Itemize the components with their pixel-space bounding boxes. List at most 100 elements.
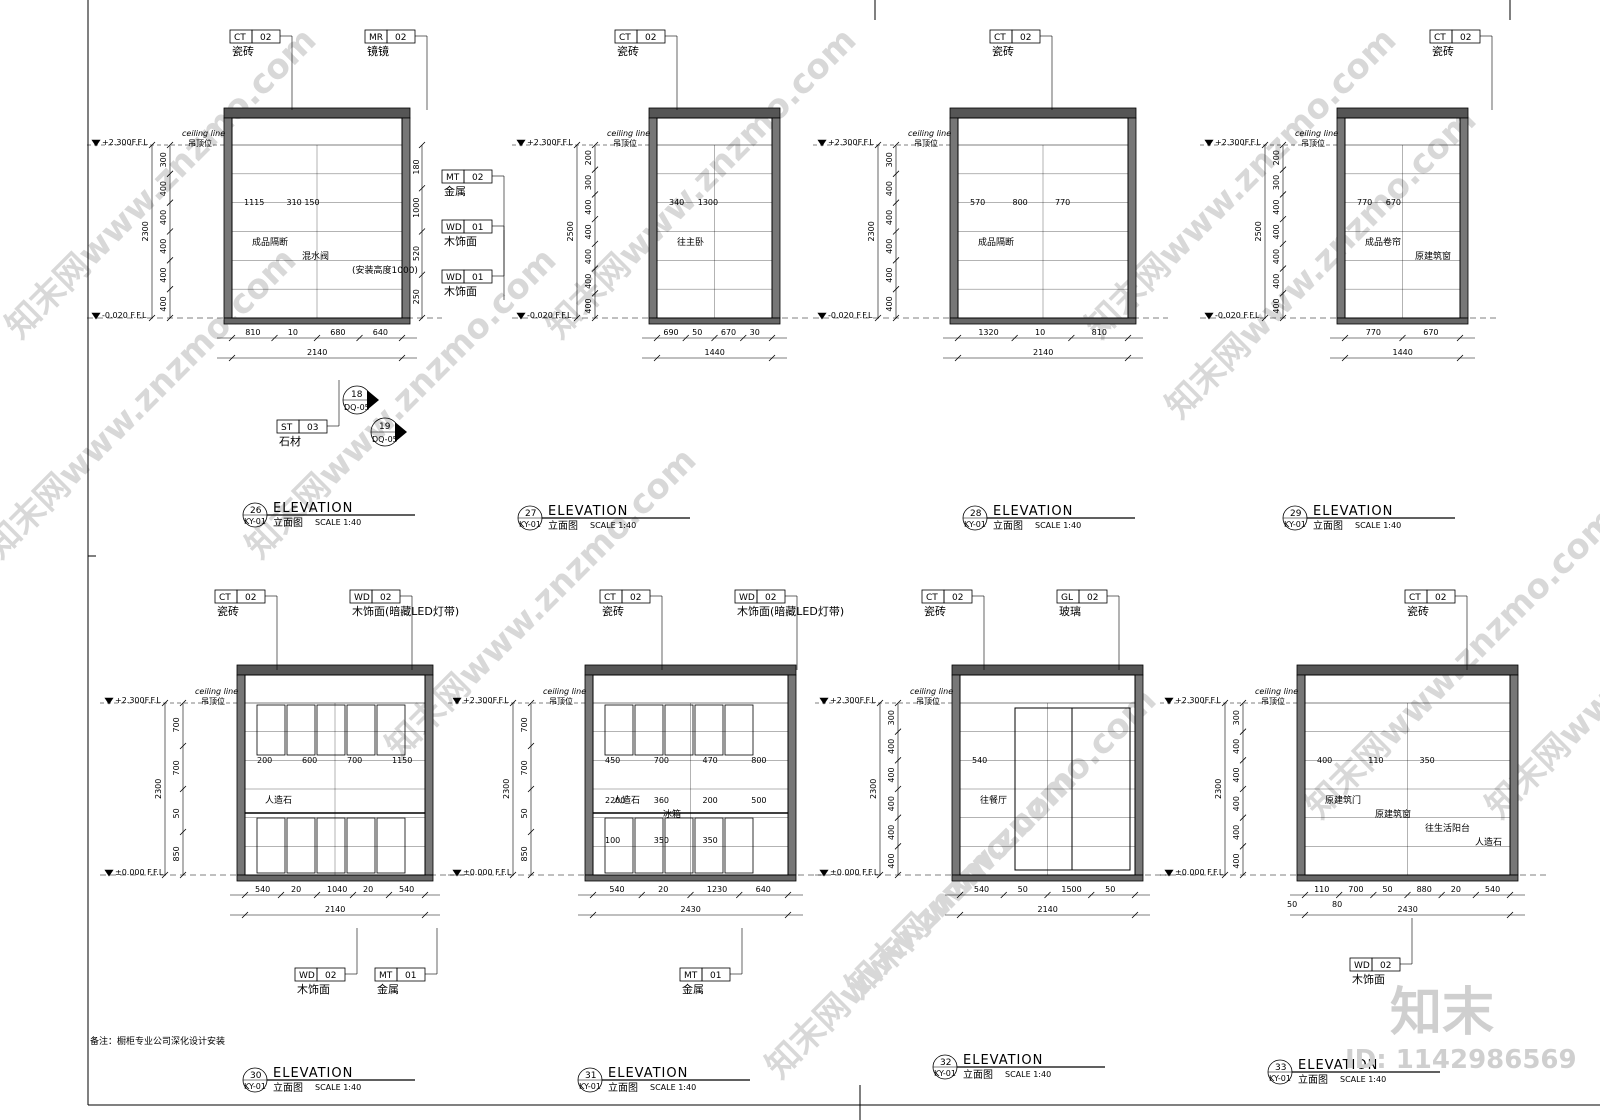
ceiling-line-cn: 吊顶位	[1301, 138, 1325, 148]
floor-slab	[1336, 317, 1469, 325]
dimension-value: 700	[520, 717, 529, 732]
material-tag-label: 瓷砖	[1432, 44, 1454, 58]
ceiling-line-label: ceiling line	[1295, 129, 1338, 138]
dimension-tick	[418, 314, 426, 322]
dimension-value: 400	[885, 267, 894, 282]
wall-cabinet	[316, 704, 346, 756]
material-tag-number-box	[636, 29, 666, 44]
view-title-cn: 立面图	[993, 519, 1023, 532]
dimension-value: 850	[172, 846, 181, 861]
view-scale: SCALE 1:40	[590, 521, 636, 530]
material-tag-label: 瓷砖	[924, 604, 946, 618]
overall-height: 2300	[1214, 779, 1223, 799]
base-cabinet	[316, 817, 346, 874]
left-wall	[584, 674, 594, 876]
annotation-note: 成品隔断	[978, 236, 1014, 248]
dimension-value: 400	[159, 210, 168, 225]
level-marker	[817, 312, 827, 320]
dimension-tick	[398, 334, 406, 342]
level-marker	[91, 139, 101, 147]
dimension-tick	[418, 228, 426, 235]
wall-cabinet	[634, 704, 664, 756]
dimension-tick	[1279, 191, 1287, 198]
dimension-tick	[349, 891, 357, 899]
dimension-tick	[682, 334, 690, 342]
material-tag-number: 02	[765, 593, 776, 603]
dimension-tick	[1279, 265, 1287, 272]
level-top-label: +2.300F.F.L	[463, 696, 509, 705]
dimension-tick	[1301, 911, 1309, 919]
material-tag-label: 木饰面	[297, 982, 330, 996]
dimension-tick	[1261, 141, 1269, 149]
overall-height: 2300	[154, 779, 163, 799]
dimension-value: 1320	[978, 328, 998, 337]
dimension-tick	[735, 891, 743, 899]
dimension-value: 1500	[1061, 885, 1081, 894]
level-bottom-label: ±0.000 F.F.L	[830, 868, 879, 877]
dimension-value: 400	[1232, 853, 1241, 868]
material-tag-code: CT	[1434, 33, 1446, 43]
dimension-value: 1230	[707, 885, 727, 894]
dimension-value: 80	[1332, 900, 1342, 909]
material-tag-number-box	[251, 29, 281, 44]
wall-cabinet	[256, 704, 286, 756]
right-wall	[1509, 674, 1519, 876]
view-title-cn: 立面图	[963, 1068, 993, 1081]
interior-dimension: 500	[751, 796, 766, 805]
left-wall	[236, 674, 246, 876]
interior-dimension: 350	[1420, 756, 1435, 765]
view-scale: SCALE 1:40	[315, 518, 361, 527]
dimension-value: 810	[245, 328, 260, 337]
dimension-value: 540	[399, 885, 414, 894]
sheet-code: KY-01	[244, 1082, 266, 1091]
dimension-tick	[1301, 891, 1309, 899]
section-callout-code: DQ-05	[372, 435, 398, 444]
dimension-tick	[1341, 354, 1349, 362]
annotation-note: 人造石	[613, 794, 640, 806]
dimension-value: 640	[373, 328, 388, 337]
sheet-code: KY-01	[244, 517, 266, 526]
interior-dimension: 770	[1055, 198, 1070, 207]
base-cabinet	[346, 817, 376, 874]
material-tag-number: 02	[1460, 33, 1471, 43]
dimension-tick	[1044, 891, 1051, 899]
dimension-tick	[228, 334, 236, 342]
ceiling-slab	[584, 664, 797, 676]
interior-dimension: 110	[1368, 756, 1383, 765]
dimension-value: 200	[1272, 150, 1281, 165]
material-tag-number: 01	[472, 223, 483, 233]
dimension-tick	[894, 699, 902, 707]
dimension-tick	[876, 699, 884, 707]
dimension-tick	[148, 141, 156, 149]
ceiling-line-cn: 吊顶位	[916, 696, 940, 706]
sheet-code: KY-01	[519, 520, 541, 529]
dimension-tick	[1239, 699, 1247, 707]
dimension-tick	[894, 757, 902, 764]
dimension-tick	[527, 828, 535, 836]
overall-height: 2500	[1254, 221, 1263, 241]
level-top-label: +2.300F.F.L	[115, 696, 161, 705]
dimension-value: 1040	[327, 885, 347, 894]
base-cabinet	[634, 817, 664, 874]
dimension-value: 1000	[412, 198, 421, 218]
ceiling-line-label: ceiling line	[607, 129, 650, 138]
material-tag-number: 02	[630, 593, 641, 603]
dimension-value: 400	[885, 239, 894, 254]
dimension-value: 700	[520, 760, 529, 775]
dimension-tick	[166, 141, 174, 149]
overall-width: 2140	[1033, 348, 1053, 357]
level-marker	[1164, 697, 1174, 705]
dimension-tick	[418, 271, 426, 279]
material-tag-label: 木饰面(暗藏LED灯带)	[737, 604, 844, 618]
dimension-value: 300	[885, 152, 894, 167]
